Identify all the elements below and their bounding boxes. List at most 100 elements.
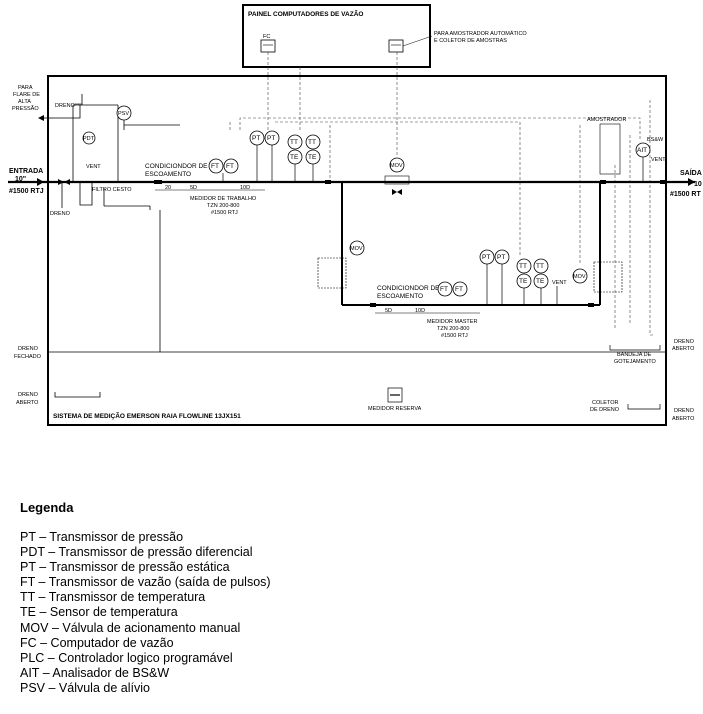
- ft-master-1: FT: [437, 281, 453, 297]
- ft-master-2: FT: [452, 281, 468, 297]
- mov-top: MOV: [384, 157, 410, 185]
- flare-label-4: PRESSÃO: [12, 105, 39, 112]
- dreno-bottom-label: DRENO: [50, 211, 71, 217]
- legend-title: Legenda: [20, 500, 74, 515]
- outlet-label-3: #1500 RT: [670, 191, 701, 198]
- dreno-aberto-left-1: DRENO: [18, 392, 39, 398]
- filter-area: [54, 94, 151, 210]
- psv-instrument: PSV: [116, 105, 180, 130]
- pt-work-1: PT: [249, 130, 265, 146]
- pt-master-1-tag: PT: [482, 254, 490, 261]
- ft-master-2-tag: FT: [455, 286, 463, 293]
- pdt-instrument: PDT: [82, 131, 96, 145]
- panel-flow-computer-left: FC: [260, 34, 276, 53]
- tt-master-1-tag: TT: [519, 263, 527, 270]
- inlet-label-1: ENTRADA: [9, 168, 43, 175]
- panel-fc-left-label: FC: [263, 34, 270, 40]
- flare-label-1: PARA: [18, 85, 33, 91]
- legend-item: PDT – Transmissor de pressão diferencial: [20, 545, 253, 560]
- mov-side: MOV: [317, 240, 365, 289]
- tt-work-tag: TT: [290, 139, 298, 146]
- te-work-2: TE: [305, 149, 321, 165]
- mov-master-outlet-tag: MOV: [573, 274, 586, 280]
- ft-work-2-tag: FT: [226, 163, 234, 170]
- system-title: SISTEMA DE MEDIÇÃO EMERSON RAIA FLOWLINE…: [53, 411, 241, 420]
- mov-top-tag: MOV: [390, 163, 403, 169]
- dim-10d-work-label: 10D: [240, 185, 250, 191]
- legend-item: FT – Transmissor de vazão (saída de puls…: [20, 575, 271, 590]
- legend-item: AIT – Analisador de BS&W: [20, 665, 170, 680]
- pt-work-1-tag: PT: [252, 135, 260, 142]
- legend-item: TE – Sensor de temperatura: [20, 605, 178, 620]
- dim-5d-work-label: 5D: [190, 185, 197, 191]
- pt-master-2: PT: [494, 249, 510, 265]
- legend-item: FC – Computador de vazão: [20, 635, 174, 650]
- pt-master-1: PT: [479, 249, 495, 265]
- med-trab-label-3: #1500 RTJ: [211, 210, 238, 216]
- dreno-fechado-label-2: FECHADO: [14, 354, 42, 360]
- ft-work-1: FT: [208, 158, 224, 174]
- te-master-2-tag: TE: [536, 278, 545, 285]
- signal-lines: [229, 52, 655, 336]
- filter-label: FILTRO CESTO: [92, 187, 132, 193]
- bsw-label: BS&W: [647, 137, 664, 143]
- outlet-label-2: 10: [694, 181, 702, 188]
- bandeja-tray: [609, 345, 661, 351]
- bandeja-label-2: GOTEJAMENTO: [614, 359, 656, 365]
- tt-work-2: TT: [305, 134, 321, 150]
- coletor-label-1: COLETOR: [592, 400, 619, 406]
- dreno-aberto-right-4: ABERTO: [672, 416, 695, 422]
- panel-title: PAINEL COMPUTADORES DE VAZÃO: [248, 9, 363, 18]
- pt-master-2-tag: PT: [497, 254, 505, 261]
- legend-item: PSV – Válvula de alívio: [20, 680, 150, 695]
- master-taps: [486, 264, 558, 305]
- cond1-label-2: ESCOAMENTO: [145, 171, 191, 178]
- mov-master-outlet: MOV: [572, 261, 623, 293]
- te-master-1-tag: TE: [519, 278, 528, 285]
- ft-work-2: FT: [223, 158, 239, 174]
- te-work: TE: [287, 149, 303, 165]
- ft-work-1-tag: FT: [211, 163, 219, 170]
- te-master-1: TE: [516, 273, 532, 289]
- panel-note-line-1: PARA AMOSTRADOR AUTOMÁTICO: [434, 30, 527, 37]
- work-taps: [222, 145, 314, 182]
- p-and-id-diagram: PAINEL COMPUTADORES DE VAZÃO FC PARA AMO…: [8, 4, 702, 426]
- flare-arrow: [38, 115, 54, 121]
- flow-computer-panel: PAINEL COMPUTADORES DE VAZÃO FC PARA AMO…: [242, 4, 527, 68]
- medidor-reserva-symbol: [387, 387, 403, 403]
- amostrador-box: [599, 123, 621, 175]
- tt-master-2: TT: [533, 258, 549, 274]
- legend-item: PT – Transmissor de pressão estática: [20, 560, 230, 575]
- legend-item: TT – Transmissor de temperatura: [20, 590, 206, 605]
- skid-boundary: [47, 75, 667, 426]
- dreno-aberto-left-2: ABERTO: [16, 400, 39, 406]
- legend-item: PLC – Controlador logico programável: [20, 650, 233, 665]
- amostrador-label: AMOSTRADOR: [587, 117, 626, 123]
- medidor-reserva-label: MEDIDOR RESERVA: [368, 406, 422, 412]
- dim-5d-master-label: 5D: [385, 308, 392, 314]
- outlet-arrow: [688, 178, 695, 186]
- cond1-label-1: CONDICIONDOR DE: [145, 163, 208, 170]
- coletor-tray: [627, 404, 661, 410]
- med-master-label-2: TZN 200-800: [437, 326, 469, 332]
- med-master-label-3: #1500 RTJ: [441, 333, 468, 339]
- inlet-label-3: #1500 RTJ: [9, 188, 44, 195]
- med-trab-label-1: MEDIDOR DE TRABALHO: [190, 196, 257, 202]
- tt-work: TT: [287, 134, 303, 150]
- cond2-label-2: ESCOAMENTO: [377, 293, 423, 300]
- panel-flow-computer-right: [388, 39, 404, 53]
- flare-label-2: FLARE DE: [13, 92, 40, 98]
- pt-work-2-tag: PT: [267, 135, 275, 142]
- cond2-label-1: CONDICIONDOR DE: [377, 285, 440, 292]
- vent-master-label: VENT: [552, 280, 567, 286]
- dreno-aberto-right-3: DRENO: [674, 408, 695, 414]
- legend-item: MOV – Válvula de acionamento manual: [20, 620, 241, 635]
- inlet-label-2: 10": [15, 176, 26, 183]
- vent-filter-label: VENT: [86, 164, 101, 170]
- dreno-aberto-right-2: ABERTO: [672, 346, 695, 352]
- ait-instrument: AIT: [635, 142, 651, 182]
- tt-work-2-tag: TT: [308, 139, 316, 146]
- header-valves: [58, 179, 666, 307]
